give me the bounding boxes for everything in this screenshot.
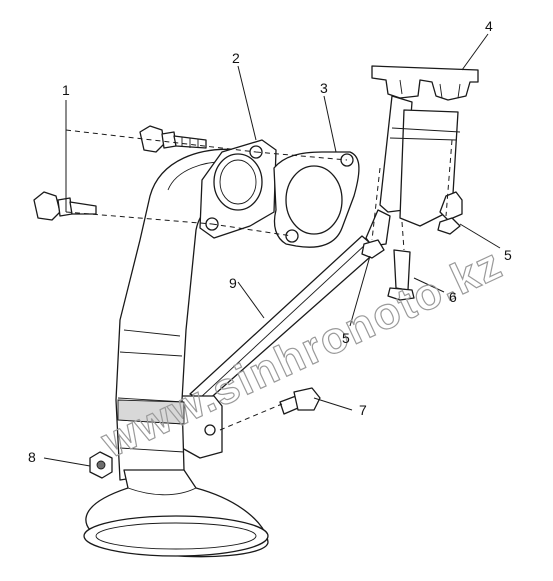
oil-pickup-tube [83,139,277,558]
support-bracket [365,65,479,247]
callout-6: 6 [449,289,457,305]
callout-7: 7 [359,402,367,418]
callout-4: 4 [485,18,493,34]
flange-bolt-upper [139,125,207,153]
callout-5-left: 5 [342,330,350,346]
callout-labels: 1 2 3 4 5 5 6 7 8 9 [28,18,512,465]
callout-2: 2 [232,50,240,66]
callout-8: 8 [28,449,36,465]
callout-5-right: 5 [504,247,512,263]
gasket [273,151,360,248]
flange-nut [89,451,113,479]
callout-3: 3 [320,80,328,96]
callout-9: 9 [229,275,237,291]
flange-bolt-lower [33,191,97,221]
callout-1: 1 [62,82,70,98]
assembly-lines [43,33,501,467]
strut-bolt [279,387,321,415]
bracket-fasteners [361,217,461,301]
